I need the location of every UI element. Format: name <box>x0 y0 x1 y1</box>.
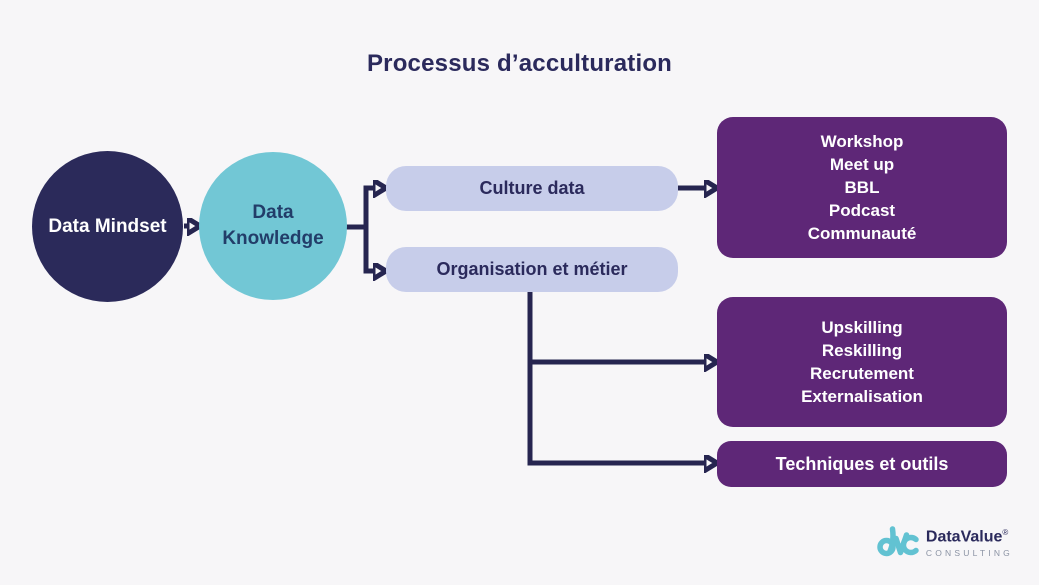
stage-label-data-mindset: Data Mindset <box>48 215 167 237</box>
axis-box-culture-data: Culture data <box>386 166 678 211</box>
outcome-item: Techniques et outils <box>775 453 949 474</box>
outcome-box-techniques-outils: Techniques et outils <box>717 441 1007 487</box>
outcome-box-skills-actions: Upskilling Reskilling Recrutement Extern… <box>717 297 1007 427</box>
dvc-logo-icon <box>877 526 919 557</box>
outcome-item: Workshop <box>820 132 904 151</box>
page-title: Processus d’acculturation <box>366 50 673 77</box>
outcome-item: Upskilling <box>821 318 903 337</box>
outcome-item: Communauté <box>807 224 917 243</box>
axis-label-culture-data: Culture data <box>479 178 585 198</box>
outcome-item: Reskilling <box>821 341 903 360</box>
outcome-item: Meet up <box>829 155 895 174</box>
outcome-box-culture-actions: Workshop Meet up BBL Podcast Communauté <box>717 117 1007 258</box>
stage-circle-data-mindset: Data Mindset <box>32 151 183 302</box>
outcome-item: BBL <box>844 178 880 197</box>
outcome-item: Externalisation <box>801 387 923 406</box>
registered-mark: ® <box>1002 527 1009 537</box>
datavalue-logo: DataValue® CONSULTING <box>877 522 1013 560</box>
logo-name: DataValue® <box>925 527 1009 546</box>
outcome-item: Podcast <box>828 201 896 220</box>
stage-label-data-knowledge: Data Knowledge <box>222 202 324 249</box>
axis-box-organisation-metier: Organisation et métier <box>386 247 678 292</box>
logo-subtitle: CONSULTING <box>925 548 1013 559</box>
axis-label-organisation-metier: Organisation et métier <box>436 259 628 279</box>
logo-text: DataValue® CONSULTING <box>926 524 1013 558</box>
stage-circle-data-knowledge: Data Knowledge <box>199 152 347 300</box>
outcome-item: Recrutement <box>810 364 914 383</box>
